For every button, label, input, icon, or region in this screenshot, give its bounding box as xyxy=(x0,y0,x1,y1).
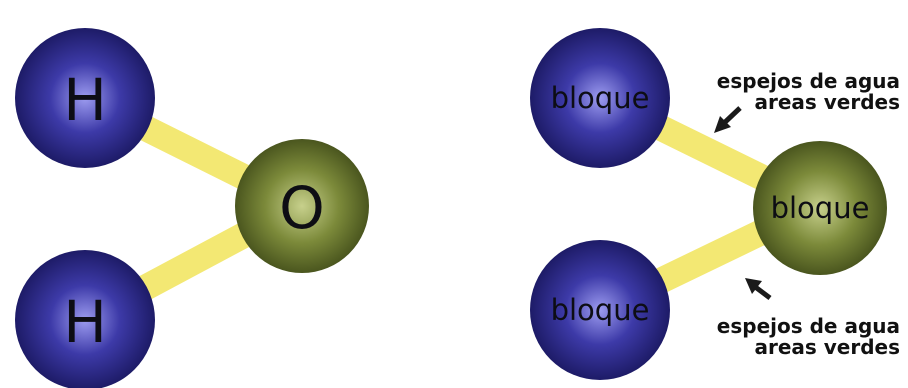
annotation-top: espejos de agua areas verdes xyxy=(714,69,900,133)
hydrogen-label-bottom: H xyxy=(63,288,107,356)
blocks-molecule: bloque bloque bloque espejos de agua are… xyxy=(530,28,900,380)
block-atom-top: bloque xyxy=(530,28,670,168)
hydrogen-atom-top: H xyxy=(15,28,155,168)
annotation-top-line2: areas verdes xyxy=(754,90,900,114)
annotation-bottom: espejos de agua areas verdes xyxy=(717,278,900,359)
annotation-bottom-line2: areas verdes xyxy=(754,335,900,359)
block-label-bottom: bloque xyxy=(551,293,650,327)
block-label-top: bloque xyxy=(551,81,650,115)
block-atom-bottom: bloque xyxy=(530,240,670,380)
oxygen-atom: O xyxy=(235,139,369,273)
arrow-up-left-icon xyxy=(745,278,772,300)
hydrogen-label-top: H xyxy=(63,66,107,134)
hydrogen-atom-bottom: H xyxy=(15,250,155,388)
water-molecule: H H O xyxy=(15,28,369,388)
annotation-bottom-line1: espejos de agua xyxy=(717,314,900,338)
annotation-top-line1: espejos de agua xyxy=(717,69,900,93)
block-atom-center: bloque xyxy=(753,141,887,275)
arrow-down-left-icon xyxy=(714,106,742,133)
block-label-center: bloque xyxy=(771,191,870,225)
oxygen-label: O xyxy=(279,174,325,242)
